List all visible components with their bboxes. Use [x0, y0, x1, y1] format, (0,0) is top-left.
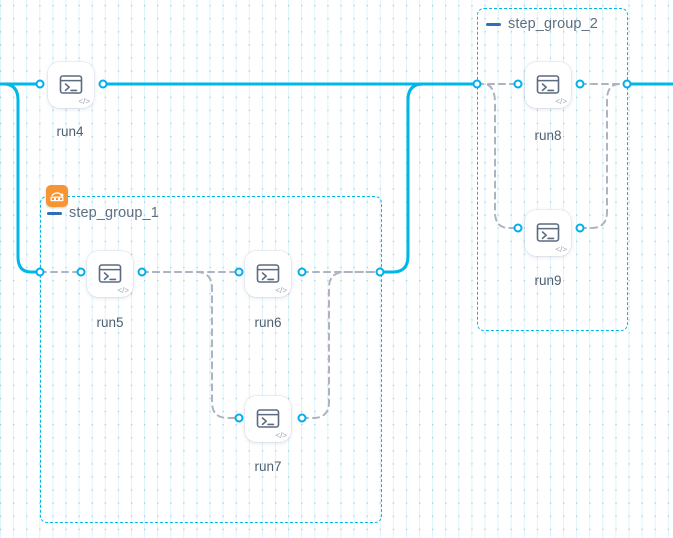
port-run9-out[interactable] [575, 223, 585, 233]
step-group-1-header[interactable]: step_group_1 [47, 205, 159, 221]
port-group2-in[interactable] [472, 79, 482, 89]
terminal-icon [256, 264, 280, 283]
step-group-1-label: step_group_1 [69, 205, 159, 221]
run4-code-icon: </> [78, 97, 90, 106]
node-label-run5: run5 [96, 315, 124, 330]
node-run6[interactable]: </> [245, 251, 291, 297]
step-group-1-badge-icon [46, 185, 68, 207]
node-run5[interactable]: </> [87, 251, 133, 297]
terminal-icon [256, 409, 280, 428]
group-box-step-group-1[interactable] [40, 196, 382, 523]
port-run8-in[interactable] [513, 79, 523, 89]
node-label-run6: run6 [254, 315, 282, 330]
port-run9-in[interactable] [513, 223, 523, 233]
port-group1-out[interactable] [375, 267, 385, 277]
port-group2-out[interactable] [622, 79, 632, 89]
run8-code-icon: </> [555, 97, 567, 106]
node-run9[interactable]: </> [525, 210, 571, 256]
step-group-1-collapse-icon[interactable] [47, 211, 62, 215]
run9-code-icon: </> [555, 245, 567, 254]
port-run6-in[interactable] [234, 267, 244, 277]
run6-code-icon: </> [275, 286, 287, 295]
port-run7-in[interactable] [234, 413, 244, 423]
terminal-icon [59, 75, 83, 94]
step-group-2-label: step_group_2 [508, 16, 598, 32]
terminal-icon [98, 264, 122, 283]
terminal-icon [536, 223, 560, 242]
port-group1-in[interactable] [35, 267, 45, 277]
node-label-run7: run7 [254, 459, 282, 474]
node-label-run4: run4 [56, 124, 84, 139]
run5-code-icon: </> [117, 286, 129, 295]
port-run5-in[interactable] [76, 267, 86, 277]
edge-group1out-to-main-trunk [378, 82, 479, 274]
port-run6-out[interactable] [297, 267, 307, 277]
port-run5-out[interactable] [137, 267, 147, 277]
step-group-2-header[interactable]: step_group_2 [486, 16, 598, 32]
node-label-run8: run8 [534, 128, 562, 143]
terminal-icon [536, 75, 560, 94]
port-run4-out[interactable] [98, 79, 108, 89]
run7-code-icon: </> [275, 431, 287, 440]
port-run7-out[interactable] [297, 413, 307, 423]
node-run7[interactable]: </> [245, 396, 291, 442]
port-run8-out[interactable] [575, 79, 585, 89]
step-group-2-collapse-icon[interactable] [486, 22, 501, 26]
node-run8[interactable]: </> [525, 62, 571, 108]
edge-left-branch-to-group1in [0, 82, 42, 274]
node-run4[interactable]: </> [48, 62, 94, 108]
port-run4-in[interactable] [35, 79, 45, 89]
node-label-run9: run9 [534, 273, 562, 288]
